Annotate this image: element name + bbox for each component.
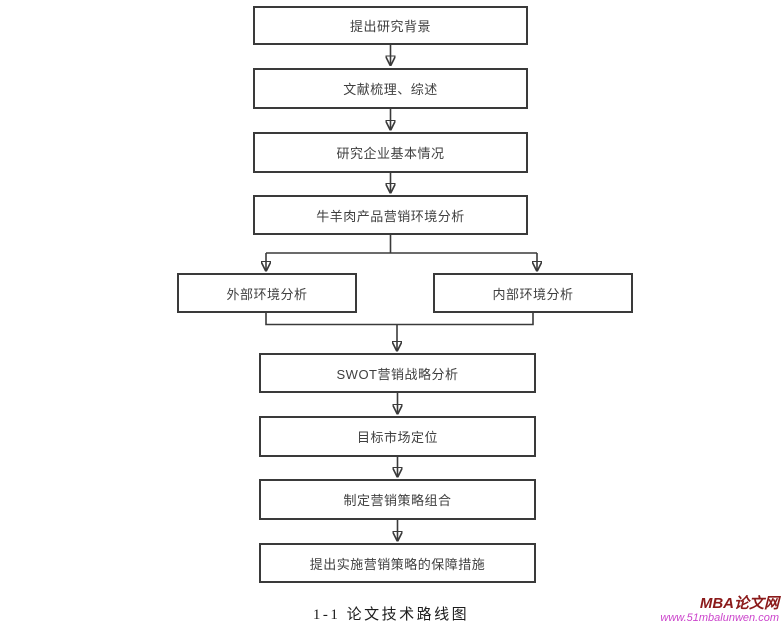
flow-node-safeguard-measures: 提出实施营销策略的保障措施 [259, 543, 536, 583]
flow-node-company-profile: 研究企业基本情况 [253, 132, 528, 173]
flow-node-external-environment: 外部环境分析 [177, 273, 357, 313]
flow-node-target-market-positioning: 目标市场定位 [259, 416, 536, 457]
flow-node-internal-environment: 内部环境分析 [433, 273, 633, 313]
watermark: MBA论文网 www.51mbalunwen.com [660, 596, 779, 624]
flow-node-marketing-environment-analysis: 牛羊肉产品营销环境分析 [253, 195, 528, 235]
edge-merge-n5-n6 [265, 313, 534, 326]
figure-caption: 1-1 论文技术路线图 [312, 607, 470, 623]
watermark-site-url: www.51mbalunwen.com [660, 611, 779, 624]
flow-node-marketing-mix: 制定营销策略组合 [259, 479, 536, 520]
edge-n4-split [266, 235, 537, 254]
watermark-site-name: MBA论文网 [699, 595, 779, 612]
flow-node-swot-analysis: SWOT营销战略分析 [259, 353, 536, 393]
flow-node-literature-review: 文献梳理、综述 [253, 68, 528, 109]
flow-node-research-background: 提出研究背景 [253, 6, 528, 45]
